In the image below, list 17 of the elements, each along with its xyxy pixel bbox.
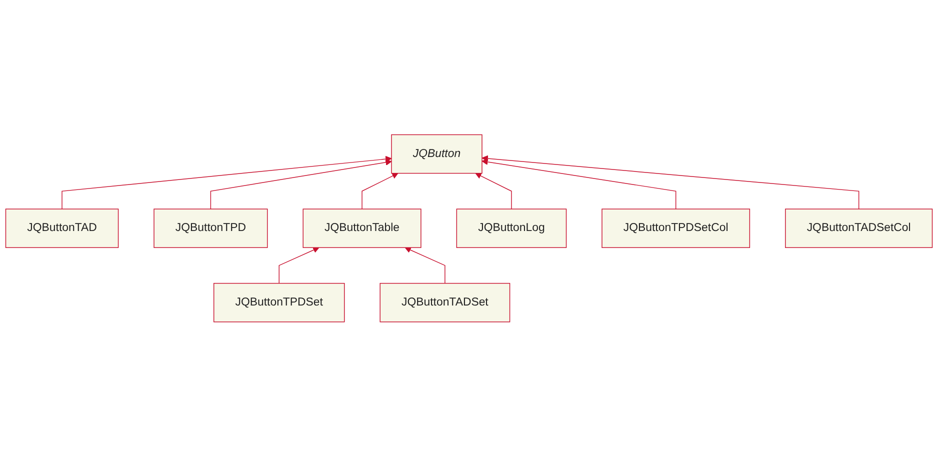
- node-box: JQButtonTAD: [5, 208, 119, 248]
- arrow: [475, 172, 512, 210]
- arrow: [210, 158, 392, 210]
- arrow: [482, 155, 860, 210]
- node-box: JQButtonTADSetCol: [785, 208, 933, 248]
- arrow: [362, 172, 398, 210]
- arrow: [278, 246, 320, 284]
- node-box: JQButtonLog: [456, 208, 567, 248]
- node-box: JQButtonTPDSetCol: [602, 208, 750, 248]
- node-box: JQButtonTADSet: [380, 282, 510, 322]
- node-box: JQButton: [391, 134, 482, 174]
- node-box: JQButtonTPDSet: [213, 282, 345, 322]
- node-box: JQButtonTPD: [154, 208, 268, 248]
- arrow: [404, 246, 446, 284]
- node-box: JQButtonTable: [302, 208, 422, 248]
- arrow: [62, 156, 392, 210]
- arrow: [482, 158, 676, 210]
